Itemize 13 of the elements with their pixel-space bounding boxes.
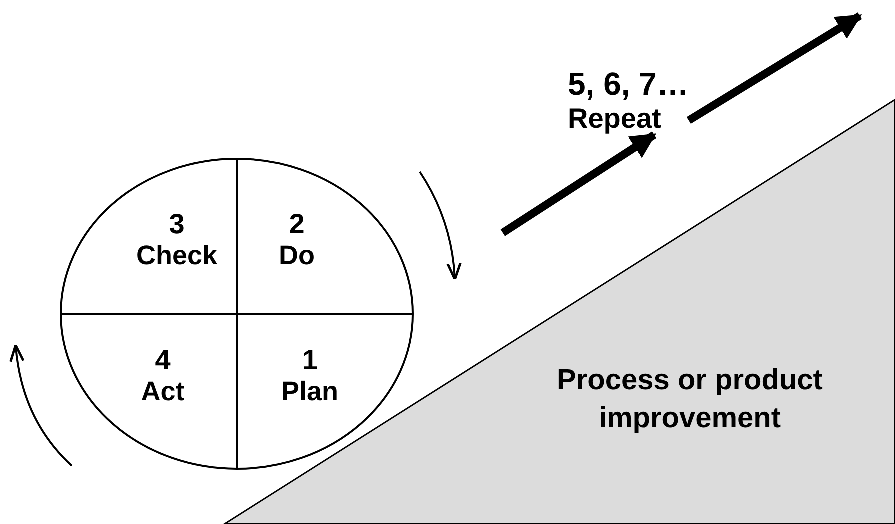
repeat-label: Repeat: [568, 103, 662, 135]
step-label: Do: [279, 240, 315, 272]
step-number: 2: [288, 208, 306, 240]
step-number: 3: [168, 208, 186, 240]
step-label: Plan: [281, 376, 339, 408]
arrow: [500, 132, 657, 236]
step-number: 4: [154, 344, 172, 376]
arrow: [686, 12, 862, 124]
slope-label: Process or product improvement: [556, 363, 824, 436]
step-label: Check: [136, 240, 218, 272]
step-number: 1: [301, 344, 319, 376]
repeat-steps-text: 5, 6, 7…: [568, 66, 689, 103]
step-label: Act: [141, 376, 185, 408]
